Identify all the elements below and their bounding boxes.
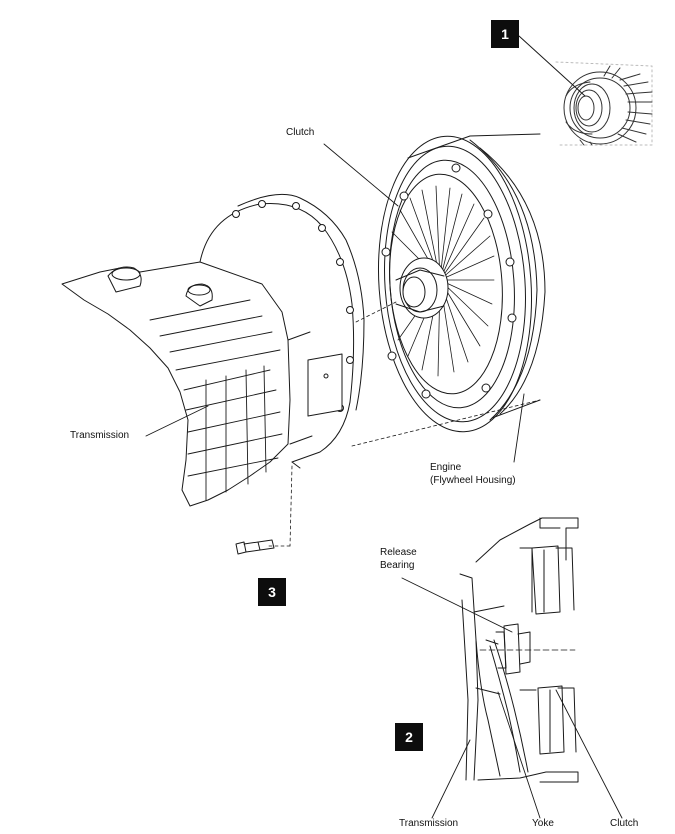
- label-yoke: Yoke: [532, 818, 554, 829]
- callout-badge-3: 3: [258, 578, 286, 606]
- label-transmission-left: Transmission: [70, 430, 130, 441]
- transmission-housing: [61, 193, 365, 507]
- label-engine: Engine: [430, 462, 462, 473]
- label-release: Release: [380, 547, 417, 558]
- label-clutch-top: Clutch: [286, 127, 315, 138]
- label-bearing: Bearing: [380, 560, 415, 571]
- clutch-assembly: [377, 133, 546, 433]
- label-transmission-bottom: Transmission: [399, 818, 459, 829]
- callout-badge-2: 2: [395, 723, 423, 751]
- label-flywheel-housing: (Flywheel Housing): [430, 475, 516, 486]
- alignment-guides: [267, 301, 541, 547]
- mounting-bolt: [235, 539, 275, 555]
- leader-lines: [145, 143, 623, 819]
- callout-badge-1: 1: [491, 20, 519, 48]
- label-clutch-bottom: Clutch: [610, 818, 639, 829]
- cross-section-view: [459, 517, 579, 783]
- detail-1-inset: [518, 35, 653, 146]
